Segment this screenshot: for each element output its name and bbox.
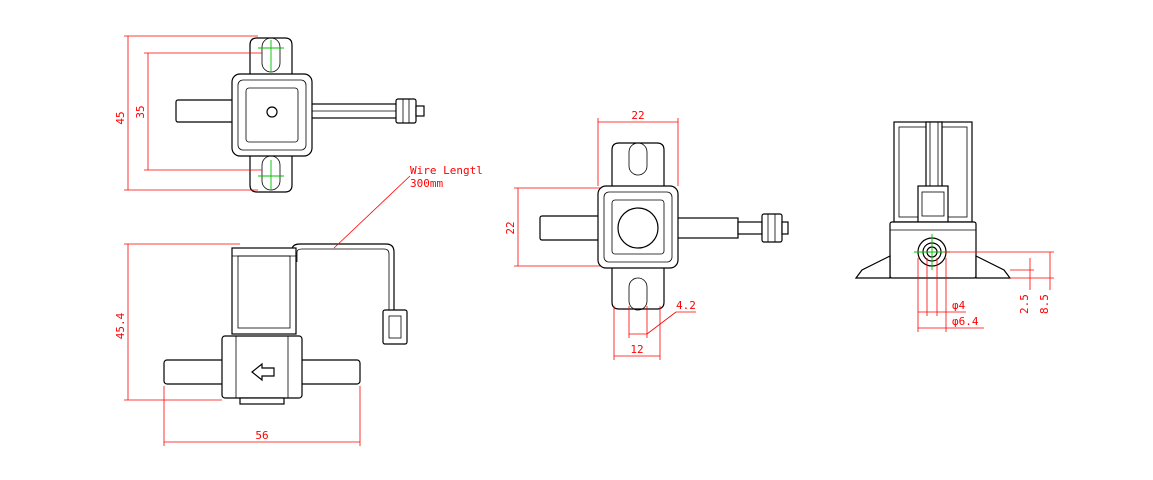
top-dim-outer: 45 <box>114 111 127 124</box>
side-dim-bore: φ4 <box>952 299 966 312</box>
bottom-dim-slot-pitch: 12 <box>630 343 643 356</box>
bottom-dim-slot: 4.2 <box>676 299 696 312</box>
bottom-dim-width: 22 <box>631 109 644 122</box>
front-view: 45.4 56 Wire Lengtl 300mm <box>114 164 483 446</box>
wire-note-line1: Wire Lengtl <box>410 164 483 177</box>
bottom-view: 22 22 12 4.2 <box>504 109 789 360</box>
front-dim-height: 45.4 <box>114 312 127 339</box>
top-view: 45 35 <box>114 35 425 193</box>
side-dim-large: 8.5 <box>1038 294 1051 314</box>
side-view: 2.5 8.5 φ4 φ6.4 <box>854 121 1054 332</box>
side-dim-small: 2.5 <box>1018 294 1031 314</box>
top-dim-inner: 35 <box>134 105 147 118</box>
side-dim-outer-bore: φ6.4 <box>952 315 979 328</box>
bottom-dim-height: 22 <box>504 221 517 234</box>
wire-note-line2: 300mm <box>410 177 443 190</box>
front-dim-width: 56 <box>255 429 268 442</box>
